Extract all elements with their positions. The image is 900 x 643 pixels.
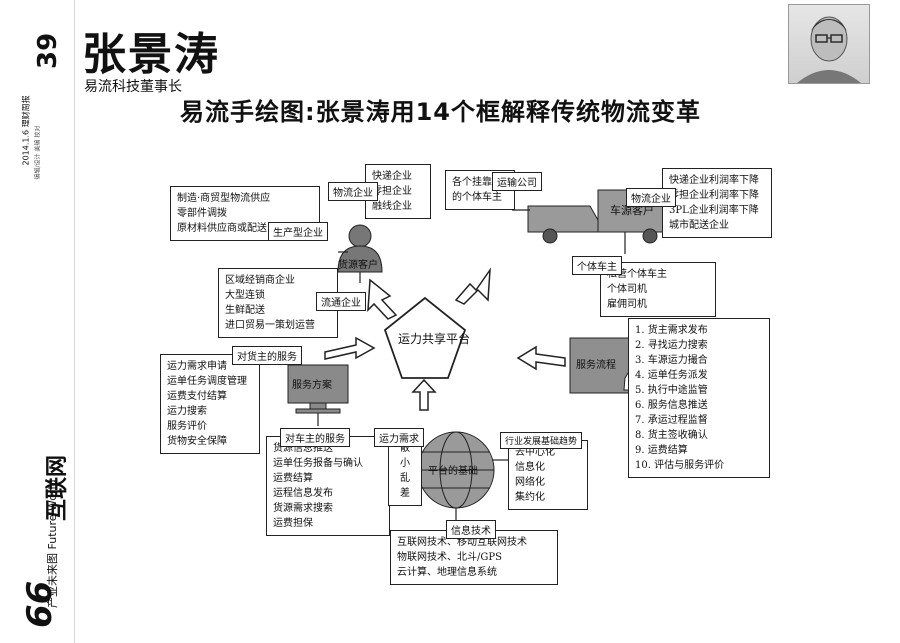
arrow-from-liucheng bbox=[518, 347, 565, 369]
state-2: 小 bbox=[395, 456, 415, 471]
xuqiu-line-2: 运单任务调度管理 bbox=[167, 374, 253, 389]
xuqiu-line-3: 运费支付结算 bbox=[167, 389, 253, 404]
process-step-9: 9. 运费结算 bbox=[635, 443, 763, 458]
process-step-1: 1. 货主需求发布 bbox=[635, 323, 763, 338]
state-3: 乱 bbox=[395, 471, 415, 486]
process-step-2: 2. 寻找运力搜索 bbox=[635, 338, 763, 353]
shipper-services-box: 运力需求申请 运单任务调度管理 运费支付结算 运力搜索 服务评价 货物安全保障 bbox=[160, 354, 260, 454]
person-title: 易流科技董事长 bbox=[84, 76, 182, 96]
chezhu-line-3: 运费结算 bbox=[273, 471, 383, 486]
process-step-7: 7. 承运过程监督 bbox=[635, 413, 763, 428]
process-label: 服务流程 bbox=[576, 356, 616, 371]
production-companies-tag: 生产型企业 bbox=[268, 222, 328, 241]
platform-label: 运力共享平台 bbox=[398, 330, 470, 347]
process-step-10: 10. 评估与服务评价 bbox=[635, 458, 763, 473]
arrow-from-pingtai bbox=[413, 380, 435, 410]
wuliu-line-3: 融线企业 bbox=[372, 199, 424, 214]
process-step-4: 4. 运单任务派发 bbox=[635, 368, 763, 383]
distribution-companies-tag: 流通企业 bbox=[316, 292, 366, 311]
info-tech-tag: 信息技术 bbox=[446, 520, 496, 539]
page-sidebar: 39 2014.1.6 理财周报 编辑/设计 美编 校对 互联网 产业未来图 F… bbox=[0, 0, 75, 643]
shangmao-line-1: 区域经销商企业 bbox=[225, 273, 331, 288]
industry-trend-tag: 行业发展基础趋势 bbox=[500, 432, 582, 449]
getihu-line-2: 个体司机 bbox=[607, 282, 709, 297]
foundation-label: 平台的基础 bbox=[428, 462, 478, 477]
carrier-services-box: 货源信息推送 运单任务报备与确认 运费结算 运程信息发布 货源需求搜索 运费担保 bbox=[266, 436, 390, 536]
carrier-services-tag: 对车主的服务 bbox=[280, 428, 350, 447]
wuliu-line-2: 零担企业 bbox=[372, 184, 424, 199]
chezhu-line-6: 运费担保 bbox=[273, 516, 383, 531]
process-step-8: 8. 货主签收确认 bbox=[635, 428, 763, 443]
chezhu-line-4: 运程信息发布 bbox=[273, 486, 383, 501]
logistics-diagram: 运力共享平台 快递企业 零担企业 融线企业 物流企业 各个挂靠 的个体车主 运输… bbox=[120, 140, 900, 635]
kuaiyun-line-2: 零担企业利润率下降 bbox=[669, 188, 765, 203]
getihu-line-3: 雇佣司机 bbox=[607, 297, 709, 312]
volume-number: 66 bbox=[20, 548, 60, 628]
express-companies-box: 快递企业利润率下降 零担企业利润率下降 3PL企业利润率下降 城市配送企业 bbox=[662, 168, 772, 238]
transport-company-tag: 运输公司 bbox=[492, 172, 542, 191]
trend-2: 信息化 bbox=[515, 460, 581, 475]
shengchan-line-2: 零部件调拨 bbox=[177, 206, 313, 221]
person-name: 张景涛 bbox=[82, 18, 220, 82]
state-4: 差 bbox=[395, 486, 415, 501]
fuwu-label: 服务方案 bbox=[292, 376, 332, 391]
express-companies-tag: 物流企业 bbox=[626, 188, 676, 207]
process-step-6: 6. 服务信息推送 bbox=[635, 398, 763, 413]
industry-trend-box: 去中心化 信息化 网络化 集约化 bbox=[508, 440, 588, 510]
tech-2: 物联网技术、北斗/GPS bbox=[397, 550, 551, 565]
issue-date: 2014.1.6 理财周报 bbox=[21, 46, 32, 166]
service-process-box: 1. 货主需求发布 2. 寻找运力搜索 3. 车源运力撮合 4. 运单任务派发 … bbox=[628, 318, 770, 478]
chezhu-line-2: 运单任务报备与确认 bbox=[273, 456, 383, 471]
shangmao-line-4: 进口贸易一策划运营 bbox=[225, 318, 331, 333]
kuaiyun-line-3: 3PL企业利润率下降 bbox=[669, 203, 765, 218]
trend-3: 网络化 bbox=[515, 475, 581, 490]
huoyuan-label: 货源客户 bbox=[338, 256, 378, 271]
process-step-3: 3. 车源运力撮合 bbox=[635, 353, 763, 368]
arrow-from-cheyuan bbox=[456, 270, 490, 304]
yunshu-line-2: 的个体车主 bbox=[452, 190, 508, 205]
xuqiu-line-4: 运力搜索 bbox=[167, 404, 253, 419]
chezhu-line-5: 货源需求搜索 bbox=[273, 501, 383, 516]
capacity-state-tag: 运力需求 bbox=[374, 428, 424, 447]
wuliu-line-1: 快递企业 bbox=[372, 169, 424, 184]
tech-3: 云计算、地理信息系统 bbox=[397, 565, 551, 580]
page-number: 39 bbox=[33, 9, 63, 69]
logistics-companies-tag: 物流企业 bbox=[328, 182, 378, 201]
kuaiyun-line-1: 快递企业利润率下降 bbox=[669, 173, 765, 188]
fine-print: 编辑/设计 美编 校对 bbox=[33, 70, 42, 180]
article-headline: 易流手绘图:张景涛用14个框解释传统物流变革 bbox=[180, 92, 701, 127]
xuqiu-line-5: 服务评价 bbox=[167, 419, 253, 434]
kuaiyun-line-4: 城市配送企业 bbox=[669, 218, 765, 233]
xuqiu-line-6: 货物安全保障 bbox=[167, 434, 253, 449]
shipper-services-tag: 对货主的服务 bbox=[232, 346, 302, 365]
arrow-from-huoyuan bbox=[368, 280, 396, 319]
arrow-from-fuwu bbox=[325, 338, 374, 359]
portrait-photo bbox=[788, 4, 870, 84]
getihu-line-1: 私营个体车主 bbox=[607, 267, 709, 282]
process-step-5: 5. 执行中途监管 bbox=[635, 383, 763, 398]
trend-4: 集约化 bbox=[515, 490, 581, 505]
individual-owners-tag: 个体车主 bbox=[572, 256, 622, 275]
shengchan-line-1: 制造·商贸型物流供应 bbox=[177, 191, 313, 206]
